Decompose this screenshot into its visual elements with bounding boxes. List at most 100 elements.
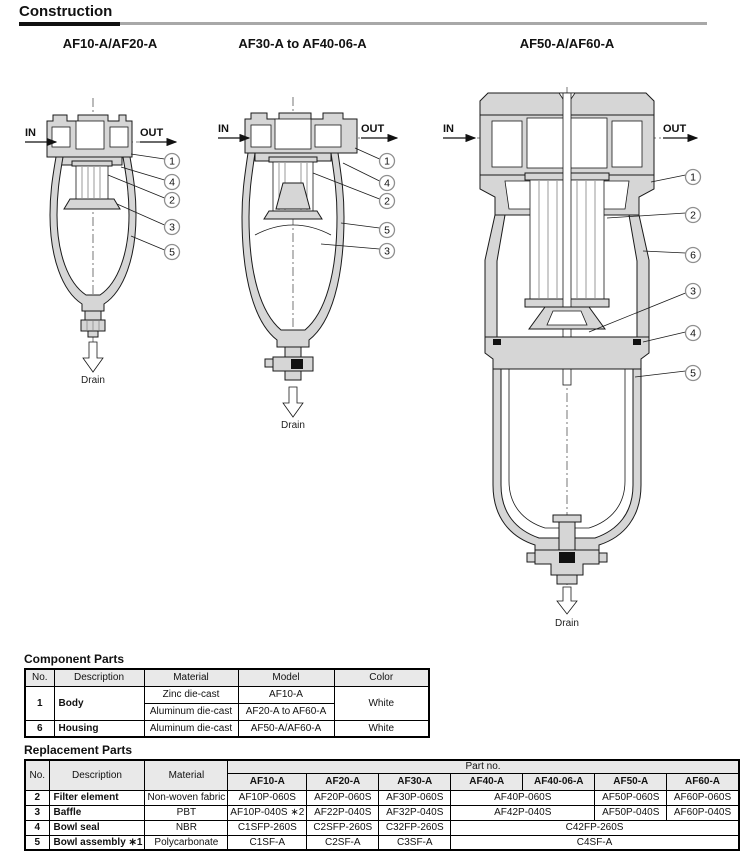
filter-cross-section-af10-af20: Drain IN OUT 1 4 2 3 5 xyxy=(25,98,181,385)
col-header-af40: AF40-A xyxy=(450,772,524,791)
bowl xyxy=(492,368,642,554)
col-header-af10: AF10-A xyxy=(227,772,308,791)
housing-wall-left xyxy=(484,214,506,338)
cell-description: Filter element xyxy=(48,789,146,806)
callout-number: 1 xyxy=(690,172,696,184)
cell-part: AF32P-040S xyxy=(378,804,452,821)
filter-cross-section-af30-af40: Drain IN OUT 1 4 2 5 3 xyxy=(218,97,399,431)
callout-number: 2 xyxy=(384,196,390,208)
drain-side-stub xyxy=(264,358,274,368)
component-parts-table: No. Description Material Model Color 1 B… xyxy=(24,668,430,738)
callout-leaders xyxy=(107,153,165,251)
table-row: 5 Bowl assembly ∗1 Polycarbonate C1SF-A … xyxy=(24,834,740,851)
col-header-af40-06: AF40-06-A xyxy=(522,772,596,791)
callout-number: 4 xyxy=(169,177,175,189)
title-underline-black xyxy=(19,22,120,26)
drain-label: Drain xyxy=(281,420,305,431)
col-header-description: Description xyxy=(53,668,145,687)
drain-side-stub-right xyxy=(598,552,608,563)
cell-no: 3 xyxy=(24,804,50,821)
callout-number: 4 xyxy=(690,328,696,340)
callout-number: 5 xyxy=(690,368,696,380)
cell-part: C32FP-260S xyxy=(378,819,452,836)
in-label: IN xyxy=(218,123,229,135)
cell-no: 1 xyxy=(24,685,55,721)
cell-part: AF50P-060S xyxy=(594,789,668,806)
table-row: Aluminum die-cast AF20-A to AF60-A xyxy=(25,702,429,721)
diagram-title-af10-af20: AF10-A/AF20-A xyxy=(62,36,158,51)
component-parts-title: Component Parts xyxy=(24,652,125,666)
callout-number: 5 xyxy=(169,247,175,259)
table-row: 6 Housing Aluminum die-cast AF50-A/AF60-… xyxy=(24,719,430,738)
cell-model: AF20-A to AF60-A xyxy=(237,702,335,721)
deflector-cavity xyxy=(546,310,588,326)
callout-number: 3 xyxy=(384,246,390,258)
cell-part: AF30P-060S xyxy=(378,789,452,806)
callout-leaders xyxy=(312,147,380,250)
drain-tip xyxy=(556,574,578,585)
cell-part: C42FP-260S xyxy=(450,819,740,836)
drain-arrow-icon xyxy=(282,386,304,418)
cell-material: Aluminum die-cast xyxy=(143,719,239,738)
table-header-row-models: AF10-A AF20-A AF30-A AF40-A AF40-06-A AF… xyxy=(25,772,740,791)
drain-label: Drain xyxy=(81,375,105,385)
callout-leaders xyxy=(588,174,686,378)
replacement-parts-title: Replacement Parts xyxy=(24,743,133,757)
title-underline-gray xyxy=(120,22,707,25)
col-header-material: Material xyxy=(143,668,239,687)
col-header-no: No. xyxy=(24,668,55,687)
cell-material: Polycarbonate xyxy=(144,834,229,851)
out-port-channel xyxy=(314,124,342,148)
cell-part: AF60P-060S xyxy=(666,789,740,806)
drain-stem xyxy=(84,310,102,321)
cell-description: Body xyxy=(53,685,145,721)
col-header-material: Material xyxy=(144,759,229,791)
cell-description: Housing xyxy=(53,719,145,738)
diagram-title-af50-af60: AF50-A/AF60-A xyxy=(519,36,615,51)
cell-no: 6 xyxy=(24,719,55,738)
cell-part: C1SF-A xyxy=(227,834,308,851)
diagram-title-af30-af40: AF30-A to AF40-06-A xyxy=(238,36,367,51)
cell-part: C2SF-A xyxy=(306,834,380,851)
cell-material: NBR xyxy=(144,819,229,836)
filter-element xyxy=(75,165,109,200)
element-cap xyxy=(71,160,113,167)
drain-arrow-icon xyxy=(556,586,578,615)
table-row: 4 Bowl seal NBR C1SFP-260S C2SFP-260S C3… xyxy=(24,819,740,836)
baffle xyxy=(263,210,323,220)
in-label: IN xyxy=(25,127,36,139)
callout-number: 5 xyxy=(384,225,390,237)
drain-stem xyxy=(284,346,302,358)
callout-number: 1 xyxy=(169,156,175,168)
element-hatch xyxy=(538,181,596,298)
cell-part: AF22P-040S xyxy=(306,804,380,821)
drain-valve-core xyxy=(291,359,303,369)
cell-part: AF10P-060S xyxy=(227,789,308,806)
drain-arrow-icon xyxy=(82,341,104,373)
cell-no: 4 xyxy=(24,819,50,836)
cell-description: Bowl seal xyxy=(48,819,146,836)
out-label: OUT xyxy=(140,127,164,139)
cell-part: AF50P-040S xyxy=(594,804,668,821)
callout-balloons: 1 2 6 3 4 5 xyxy=(684,168,702,382)
cell-color: White xyxy=(333,685,430,721)
cell-part: C2SFP-260S xyxy=(306,819,380,836)
cell-part: AF60P-040S xyxy=(666,804,740,821)
cell-part: AF40P-060S xyxy=(450,789,596,806)
cell-material: Zinc die-cast xyxy=(143,685,239,704)
callout-number: 3 xyxy=(169,222,175,234)
callout-number: 1 xyxy=(384,156,390,168)
callout-number: 3 xyxy=(690,286,696,298)
cell-description: Bowl assembly ∗1 xyxy=(48,834,146,851)
callout-balloons: 1 4 2 3 5 xyxy=(163,152,181,261)
cell-model: AF10-A xyxy=(237,685,335,704)
drain-stem-flange xyxy=(552,514,582,523)
out-port-channel xyxy=(109,126,129,148)
drain-valve-core xyxy=(559,552,575,563)
cell-material: Aluminum die-cast xyxy=(143,702,239,721)
center-cavity xyxy=(274,118,312,150)
col-header-description: Description xyxy=(48,759,146,791)
col-header-model: Model xyxy=(237,668,335,687)
baffle xyxy=(63,198,121,210)
callout-number: 2 xyxy=(690,210,696,222)
